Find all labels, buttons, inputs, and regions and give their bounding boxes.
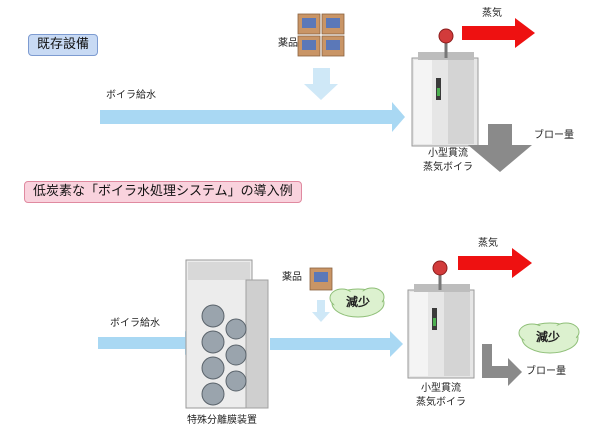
- chemical-down-arrow-bottom: [312, 300, 330, 322]
- blow-label-bottom: ブロー量: [526, 366, 566, 377]
- boiler-label-bottom-line1: 小型貫流: [421, 383, 461, 394]
- membrane-device: [185, 259, 269, 409]
- section-label-existing: 既存設備: [28, 34, 99, 56]
- reduce-blow-label: 減少: [536, 330, 561, 344]
- feed-water-arrow-bottom-right: [270, 331, 403, 357]
- blow-arrow-top: [468, 124, 532, 172]
- feed-water-arrow-top: [100, 102, 405, 132]
- steam-arrow-top: [462, 18, 535, 48]
- boiler-label-top-line1: 小型貫流: [428, 148, 468, 159]
- boiler-top: [411, 28, 479, 147]
- feed-water-label-bottom: ボイラ給水: [110, 318, 160, 329]
- section-label-example: 低炭素な「ボイラ水処理システム」の導入例: [24, 181, 302, 203]
- chemical-box-bottom: [309, 267, 333, 291]
- boiler-label-bottom-line2: 蒸気ボイラ: [416, 397, 466, 408]
- chemicals-label-bottom: 薬品: [282, 272, 302, 283]
- reduce-chemicals-label: 減少: [346, 295, 371, 309]
- reduce-cloud-blow: [518, 322, 580, 354]
- chemicals-label-top: 薬品: [278, 38, 298, 49]
- steam-label-bottom: 蒸気: [478, 238, 498, 249]
- feed-water-label-top: ボイラ給水: [106, 90, 156, 101]
- chemical-boxes-top: [297, 13, 345, 57]
- membrane-label: 特殊分離膜装置: [187, 415, 257, 426]
- chemical-down-arrow-top: [304, 68, 338, 100]
- boiler-label-top-line2: 蒸気ボイラ: [423, 162, 473, 173]
- feed-water-arrow-bottom-left: [98, 331, 196, 355]
- steam-arrow-bottom: [458, 248, 532, 278]
- reduce-cloud-chemicals: [329, 287, 385, 318]
- steam-label-top: 蒸気: [482, 8, 502, 19]
- blow-label-top: ブロー量: [534, 130, 574, 141]
- blow-arrow-bottom: [482, 344, 522, 386]
- boiler-bottom: [407, 260, 475, 379]
